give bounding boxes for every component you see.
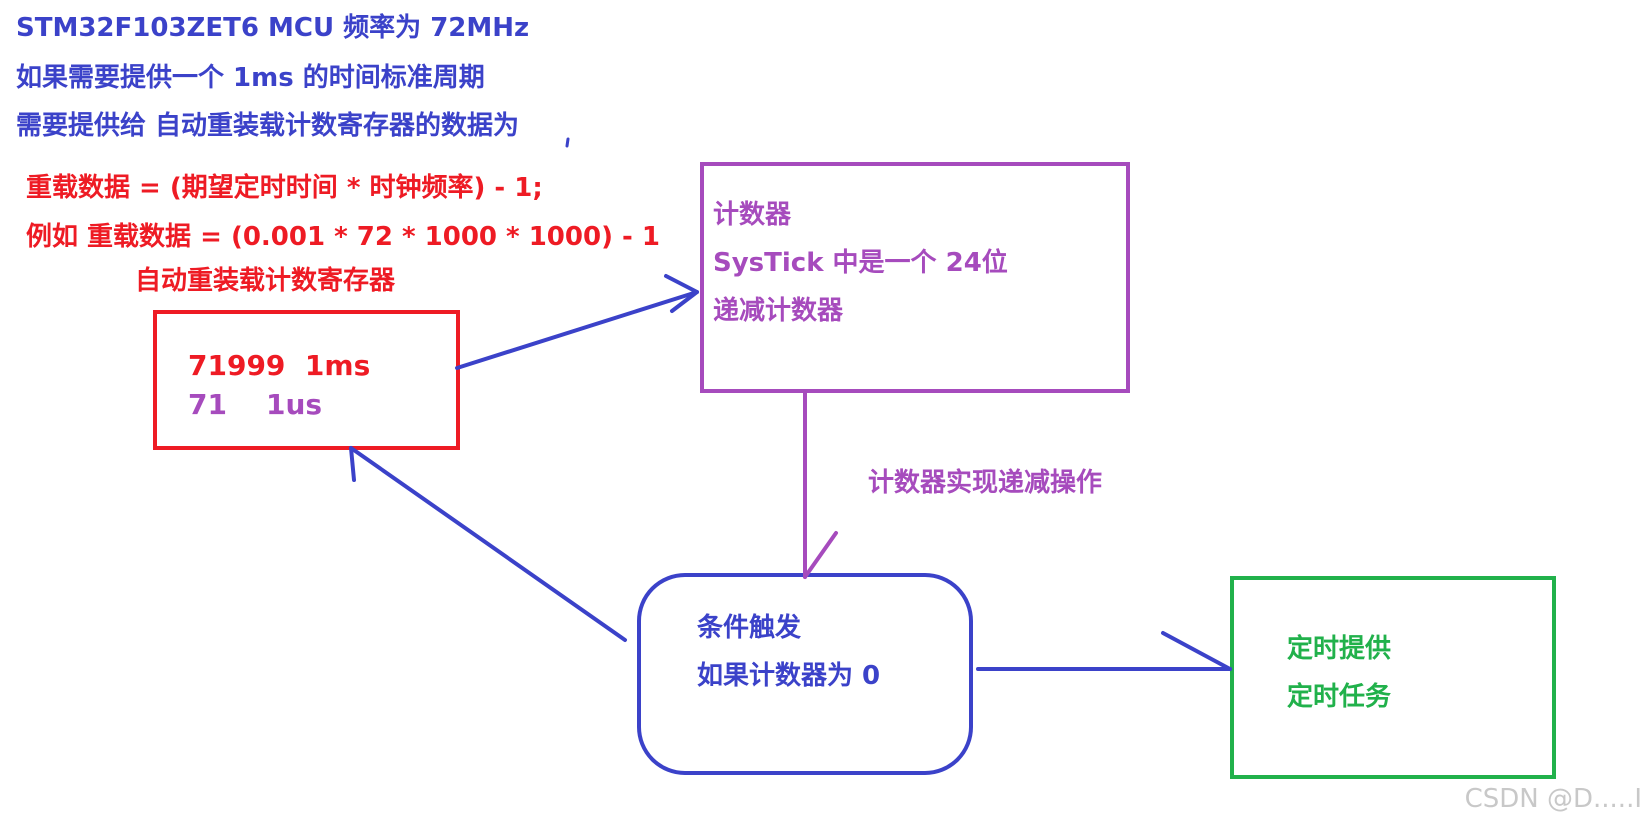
formula-line-1: 重载数据 = (期望定时时间 * 时钟频率) - 1; [26,173,543,203]
counter-line-3: 递减计数器 [713,296,844,326]
formula-line-2: 例如 重载数据 = (0.001 * 72 * 1000 * 1000) - 1 [26,222,660,252]
counter-box [700,162,1130,393]
reload-register-box [153,310,460,450]
csdn-watermark: CSDN @D.....I [1464,784,1642,814]
header-line-2: 如果需要提供一个 1ms 的时间标准周期 [16,63,485,93]
reload-value-1us: 71 1us [188,388,323,421]
counter-line-2: SysTick 中是一个 24位 [713,248,1008,278]
counter-line-1: 计数器 [713,200,792,230]
header-line-1: STM32F103ZET6 MCU 频率为 72MHz [16,13,530,43]
reload-register-title: 自动重装载计数寄存器 [135,266,396,296]
stray-mark [565,137,570,148]
arrow-condition-to-reload [349,446,627,642]
arrow-reload-to-counter [455,274,699,370]
task-line-2: 定时任务 [1287,682,1392,712]
header-line-3: 需要提供给 自动重装载计数寄存器的数据为 [16,111,520,141]
reload-value-1ms: 71999 1ms [188,349,371,382]
condition-line-1: 条件触发 [697,613,802,643]
task-line-1: 定时提供 [1287,634,1392,664]
decrement-label: 计数器实现递减操作 [868,468,1103,498]
task-box [1230,576,1556,779]
arrow-counter-to-condition [803,391,838,579]
arrow-condition-to-task [976,631,1232,671]
condition-line-2: 如果计数器为 0 [697,661,881,691]
